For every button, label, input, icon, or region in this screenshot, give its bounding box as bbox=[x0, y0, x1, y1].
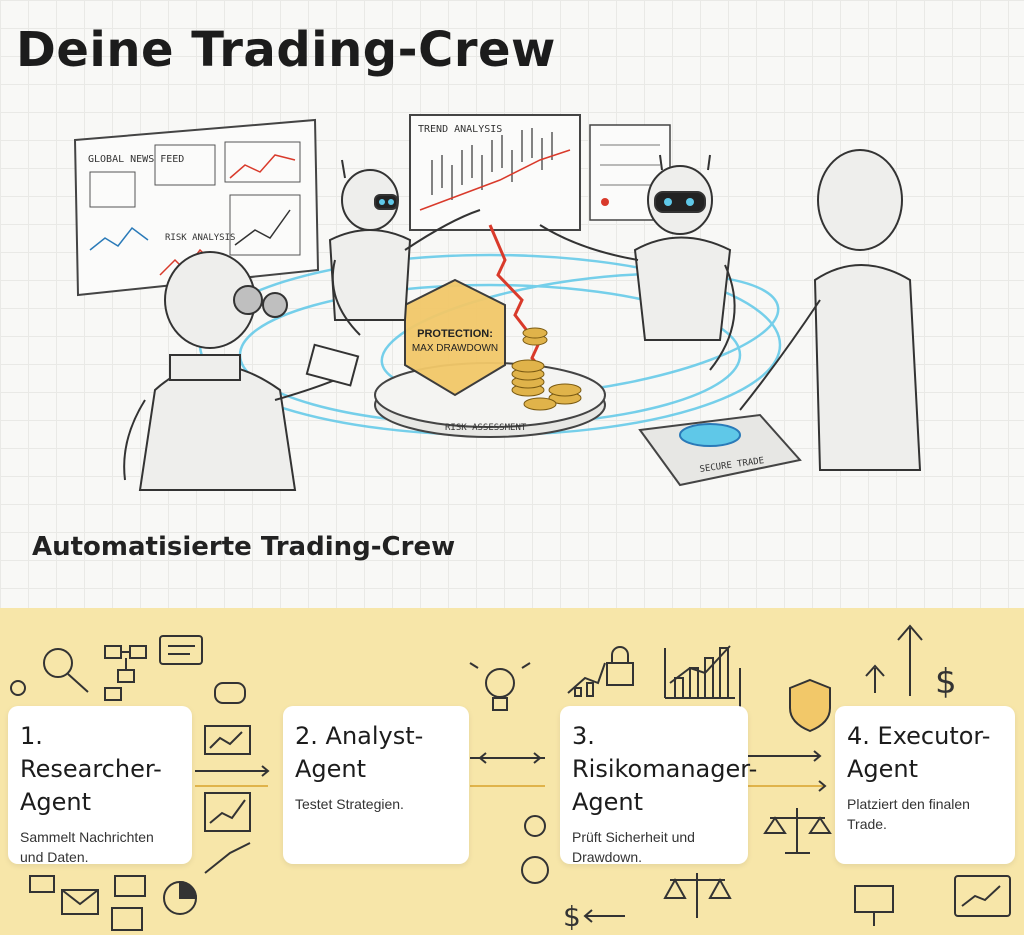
svg-text:$: $ bbox=[563, 900, 581, 933]
workflow-doodles: $ $ bbox=[10, 624, 1011, 933]
dollar-icon: $ bbox=[935, 662, 957, 702]
step-title: 4. Executor- Agent bbox=[847, 722, 991, 783]
scale-icon bbox=[763, 808, 832, 854]
chat-icon bbox=[214, 682, 246, 704]
crash-arrow bbox=[488, 224, 557, 386]
robot-risk-manager bbox=[539, 154, 736, 371]
trend-analysis-screen: TREND ANALYSIS bbox=[409, 114, 671, 231]
step-description: Platziert den finalen Trade. bbox=[847, 796, 970, 832]
scale-icon-2 bbox=[663, 873, 732, 918]
shield-icon bbox=[789, 678, 831, 733]
arrows-up-icon bbox=[865, 624, 923, 696]
page-title: Deine Trading-Crew bbox=[16, 22, 556, 78]
step-description: Testet Strategien. bbox=[295, 796, 404, 812]
speech-bubble-icon bbox=[159, 635, 203, 665]
trading-crew-illustration: GLOBAL NEWS FEED RISK ANALYSIS TREND ANA… bbox=[73, 114, 922, 491]
news-feed-screen: GLOBAL NEWS FEED RISK ANALYSIS bbox=[73, 118, 320, 297]
lock-icon bbox=[606, 646, 634, 686]
step-title: 1. Researcher- Agent bbox=[20, 722, 162, 816]
growth-chart-icon bbox=[567, 662, 606, 697]
robot-researcher bbox=[123, 251, 360, 491]
drawdown-label: MAX DRAWDOWN bbox=[412, 343, 498, 354]
step-description: Prüft Sicherheit und Drawdown. bbox=[572, 829, 695, 865]
computer-icon bbox=[854, 885, 894, 926]
section-subtitle: Automatisierte Trading-Crew bbox=[32, 532, 456, 562]
secure-trade-pad: SECURE TRADE bbox=[638, 413, 802, 487]
risk-analysis-label: RISK ANALYSIS bbox=[165, 233, 235, 243]
robot-analyst bbox=[328, 159, 481, 336]
magnifier-icon bbox=[43, 648, 89, 693]
step-card-risk-manager: 3. Risikomanager- Agent Prüft Sicherheit… bbox=[560, 706, 758, 865]
trend-analysis-label: TREND ANALYSIS bbox=[418, 124, 502, 135]
step-title: 3. Risikomanager- Agent bbox=[572, 722, 758, 816]
uptrend-icon bbox=[204, 792, 251, 874]
gear-icon bbox=[10, 680, 26, 696]
step-card-analyst: 2. Analyst- Agent Testet Strategien. bbox=[283, 706, 469, 864]
robot-executor bbox=[739, 149, 922, 471]
step-title: 2. Analyst- Agent bbox=[295, 722, 424, 783]
protection-label: PROTECTION: bbox=[417, 328, 493, 340]
monitor-icon bbox=[954, 875, 1011, 917]
flowchart-icon bbox=[104, 645, 147, 701]
step-card-researcher: 1. Researcher- Agent Sammelt Nachrichten… bbox=[8, 706, 192, 865]
pie-chart-icon bbox=[163, 880, 198, 915]
lightbulb-icon bbox=[469, 662, 531, 711]
cog-icons bbox=[521, 815, 549, 884]
coin-stacks bbox=[511, 327, 582, 411]
message-icon bbox=[29, 875, 146, 897]
dollar-arrow-icon: $ bbox=[563, 900, 625, 933]
step-card-executor: 4. Executor- Agent Platziert den finalen… bbox=[835, 706, 1015, 864]
chart-card-icon bbox=[204, 725, 251, 755]
envelope-icon bbox=[61, 889, 143, 931]
bar-chart-icon bbox=[664, 645, 735, 699]
svg-text:$: $ bbox=[935, 662, 957, 702]
step-description: Sammelt Nachrichten und Daten. bbox=[20, 829, 154, 865]
risk-assessment-label: RISK ASSESSMENT bbox=[445, 423, 527, 433]
protection-shield: PROTECTION: MAX DRAWDOWN bbox=[404, 278, 506, 397]
news-feed-label: GLOBAL NEWS FEED bbox=[88, 154, 184, 165]
workflow-band: $ $ 1. Researcher- Agent Sammelt Nachric… bbox=[0, 608, 1024, 935]
